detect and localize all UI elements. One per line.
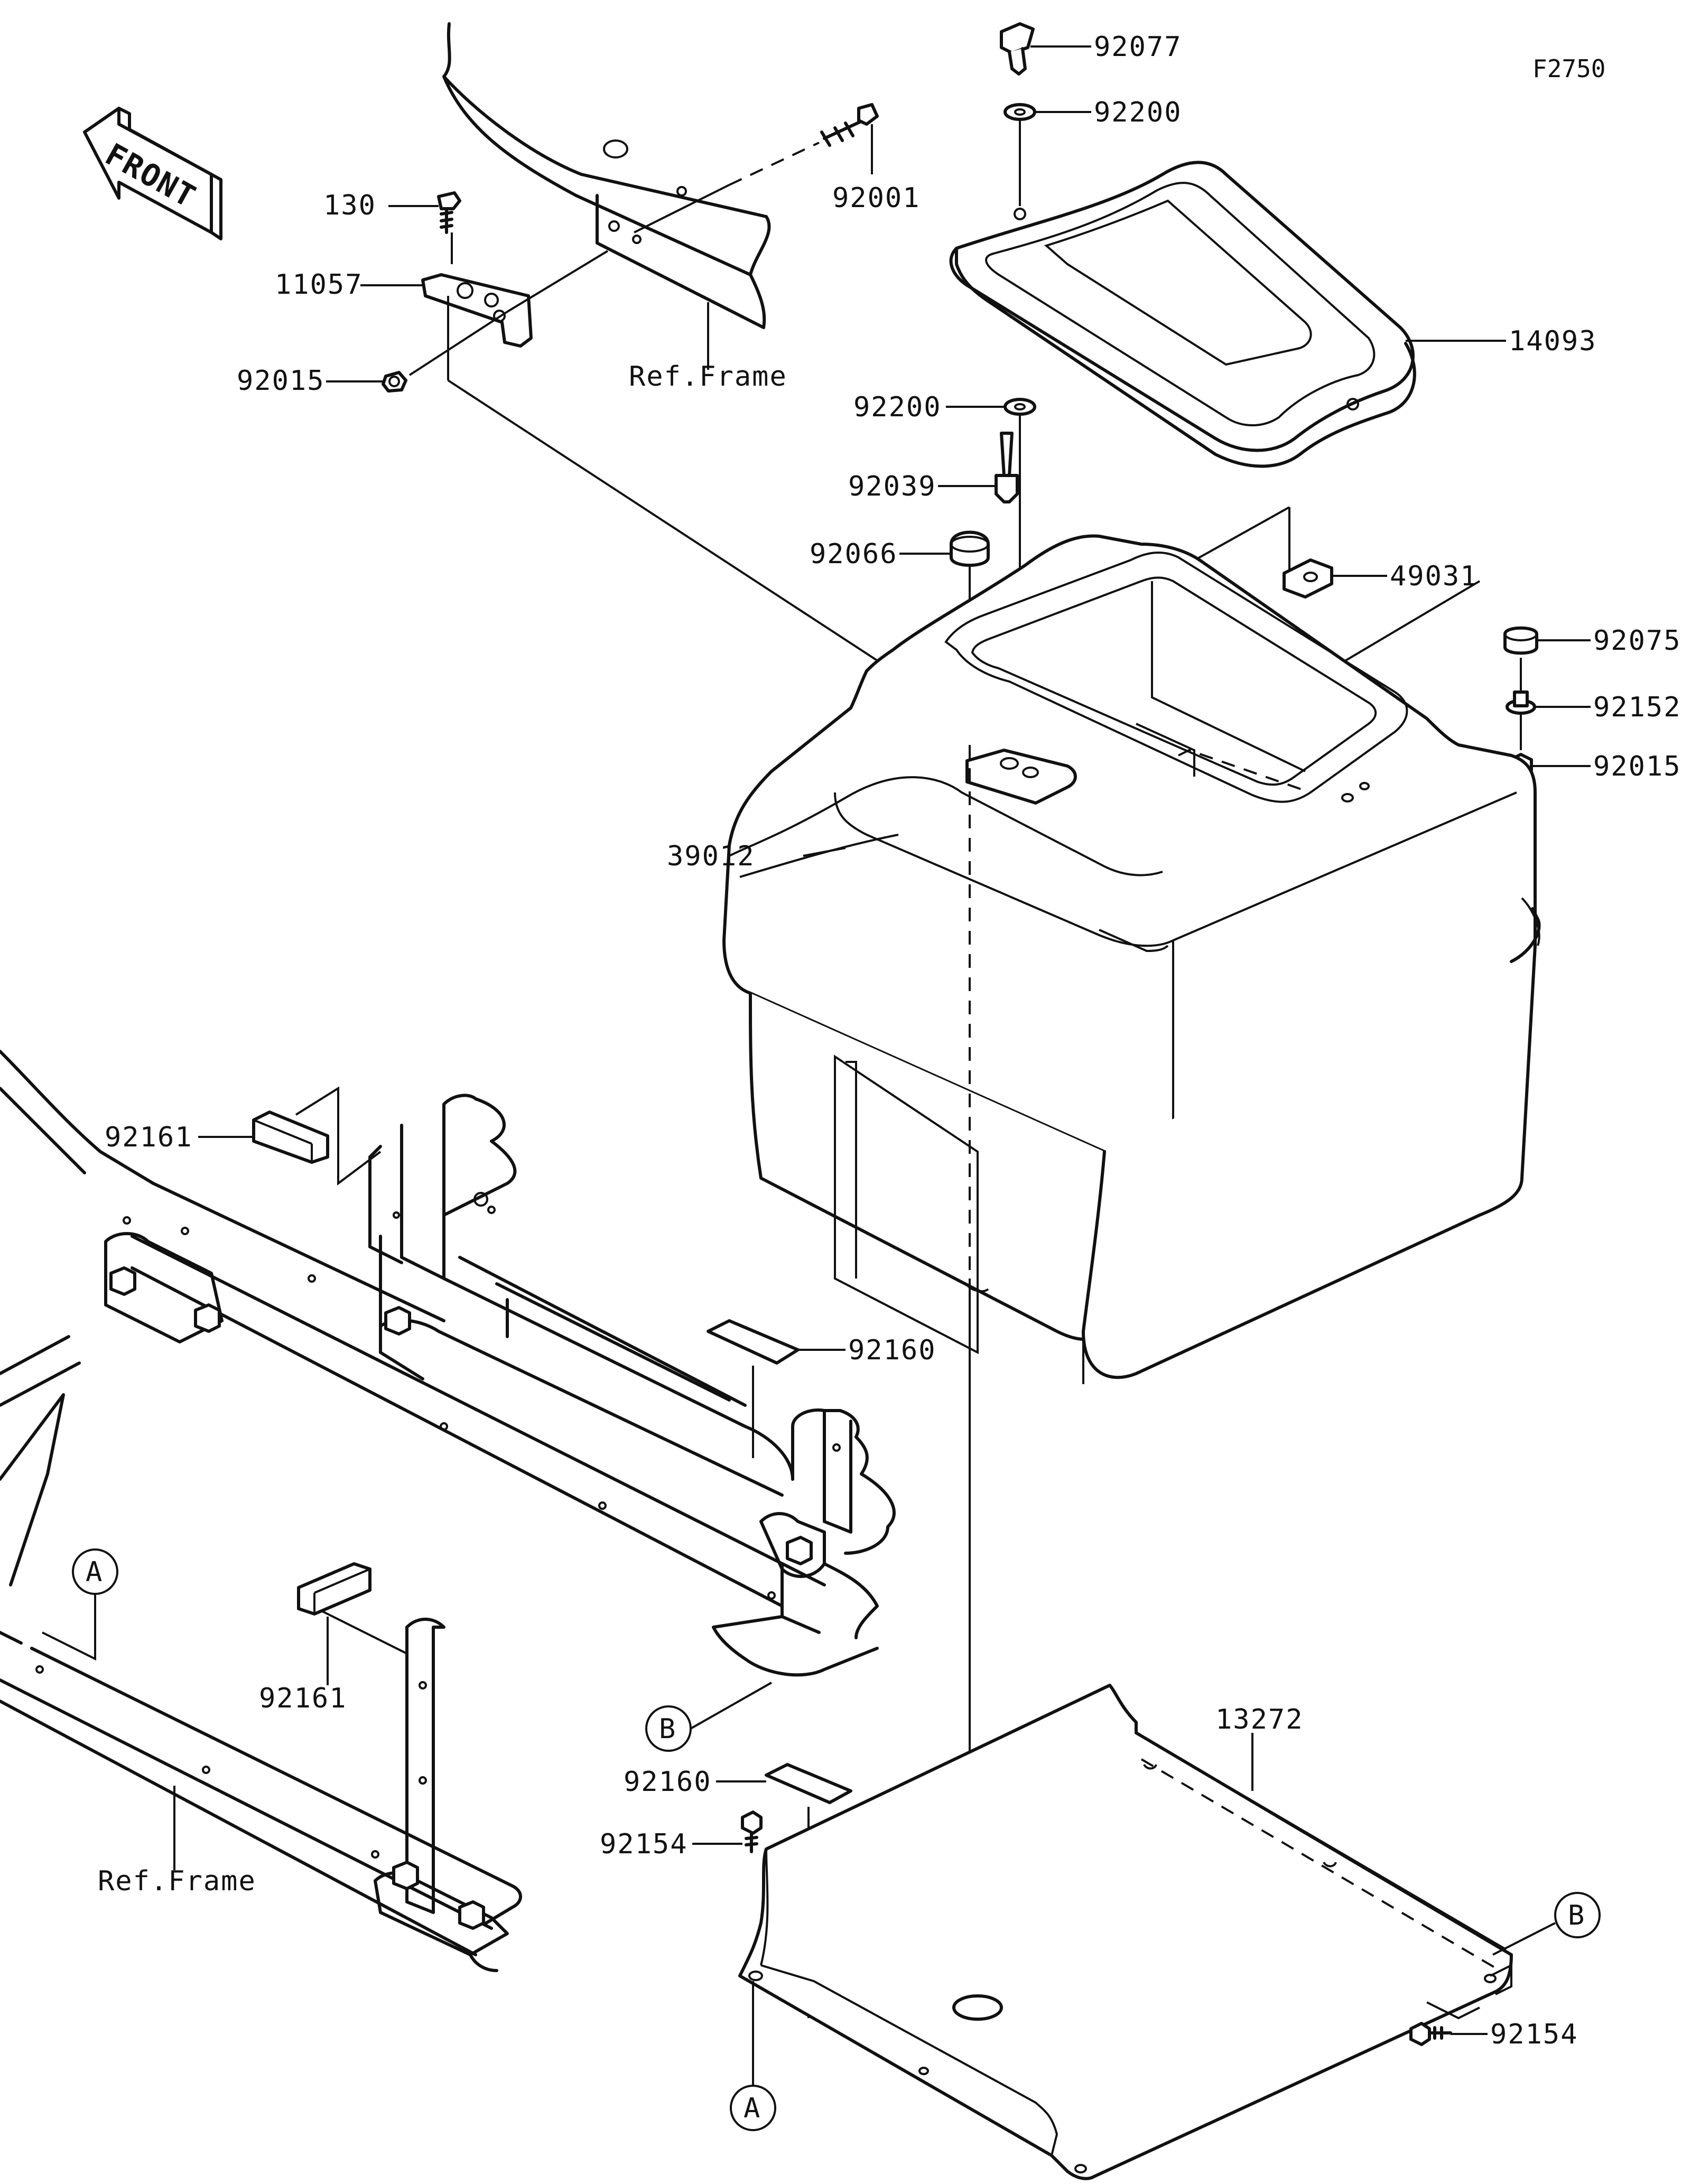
upper-frame-bar (442, 22, 771, 370)
label-39012: 39012 (667, 841, 755, 872)
pad-92161-top-icon (198, 1086, 382, 1186)
lid-14093 (949, 161, 1506, 468)
callout-a-bottom-label: A (744, 2093, 761, 2124)
label-92154-left: 92154 (600, 1828, 688, 1860)
callout-b-mid-label: B (659, 1713, 676, 1745)
label-92152: 92152 (1593, 692, 1681, 723)
label-92066: 92066 (810, 538, 898, 570)
bolt-92001-icon (634, 103, 879, 234)
washer-92200-mid-icon (946, 398, 1036, 416)
label-92015-right: 92015 (1593, 751, 1681, 782)
screw-92154-left-icon (692, 1810, 763, 1853)
label-11057: 11057 (275, 269, 363, 301)
pad-92161-bottom-icon (297, 1562, 407, 1685)
label-92160-low: 92160 (624, 1766, 712, 1798)
label-130: 130 (323, 190, 376, 221)
pad-92160-mid-icon (707, 1319, 846, 1458)
washer-92200-top-icon (1004, 103, 1091, 206)
label-92001: 92001 (832, 182, 921, 214)
label-92075: 92075 (1593, 625, 1681, 657)
ref-frame-label-top: Ref.Frame (629, 361, 787, 393)
grommet-92075-icon (1503, 626, 1591, 692)
callout-a-top-label: A (86, 1556, 103, 1588)
ref-frame-label-bottom: Ref.Frame (98, 1865, 256, 1897)
label-92200-mid: 92200 (853, 391, 942, 423)
plug-92066-icon (899, 530, 990, 745)
label-92160-mid: 92160 (848, 1334, 936, 1366)
callout-b-right: B (1492, 1892, 1601, 1956)
pin-92039-icon (938, 415, 1021, 597)
label-92161-top: 92161 (105, 1122, 193, 1153)
callout-a-bottom: A (730, 1981, 776, 2131)
collar-92152-icon (1506, 690, 1591, 750)
label-92039: 92039 (848, 471, 936, 502)
screw-92154-right-icon (1409, 2001, 1488, 2046)
tray-13272 (738, 1684, 1513, 2180)
callout-b-right-label: B (1568, 1900, 1585, 1931)
key-92077-icon (1000, 22, 1091, 76)
label-14093: 14093 (1509, 325, 1597, 357)
label-13272: 13272 (1215, 1704, 1304, 1735)
callout-b-mid: B (645, 1682, 772, 1752)
label-92200-top: 92200 (1094, 97, 1182, 128)
storage-box-39012 (722, 534, 1541, 1384)
label-92015-left: 92015 (237, 365, 325, 397)
label-92077: 92077 (1094, 31, 1182, 63)
label-49031: 49031 (1390, 561, 1478, 592)
lower-frame (0, 1050, 896, 1972)
figure-code: F2750 (1532, 54, 1605, 83)
label-92161-bottom: 92161 (259, 1683, 347, 1714)
callout-a-top: A (42, 1548, 118, 1661)
front-arrow-icon: FRONT (83, 107, 222, 240)
label-92154-right: 92154 (1490, 2019, 1578, 2050)
